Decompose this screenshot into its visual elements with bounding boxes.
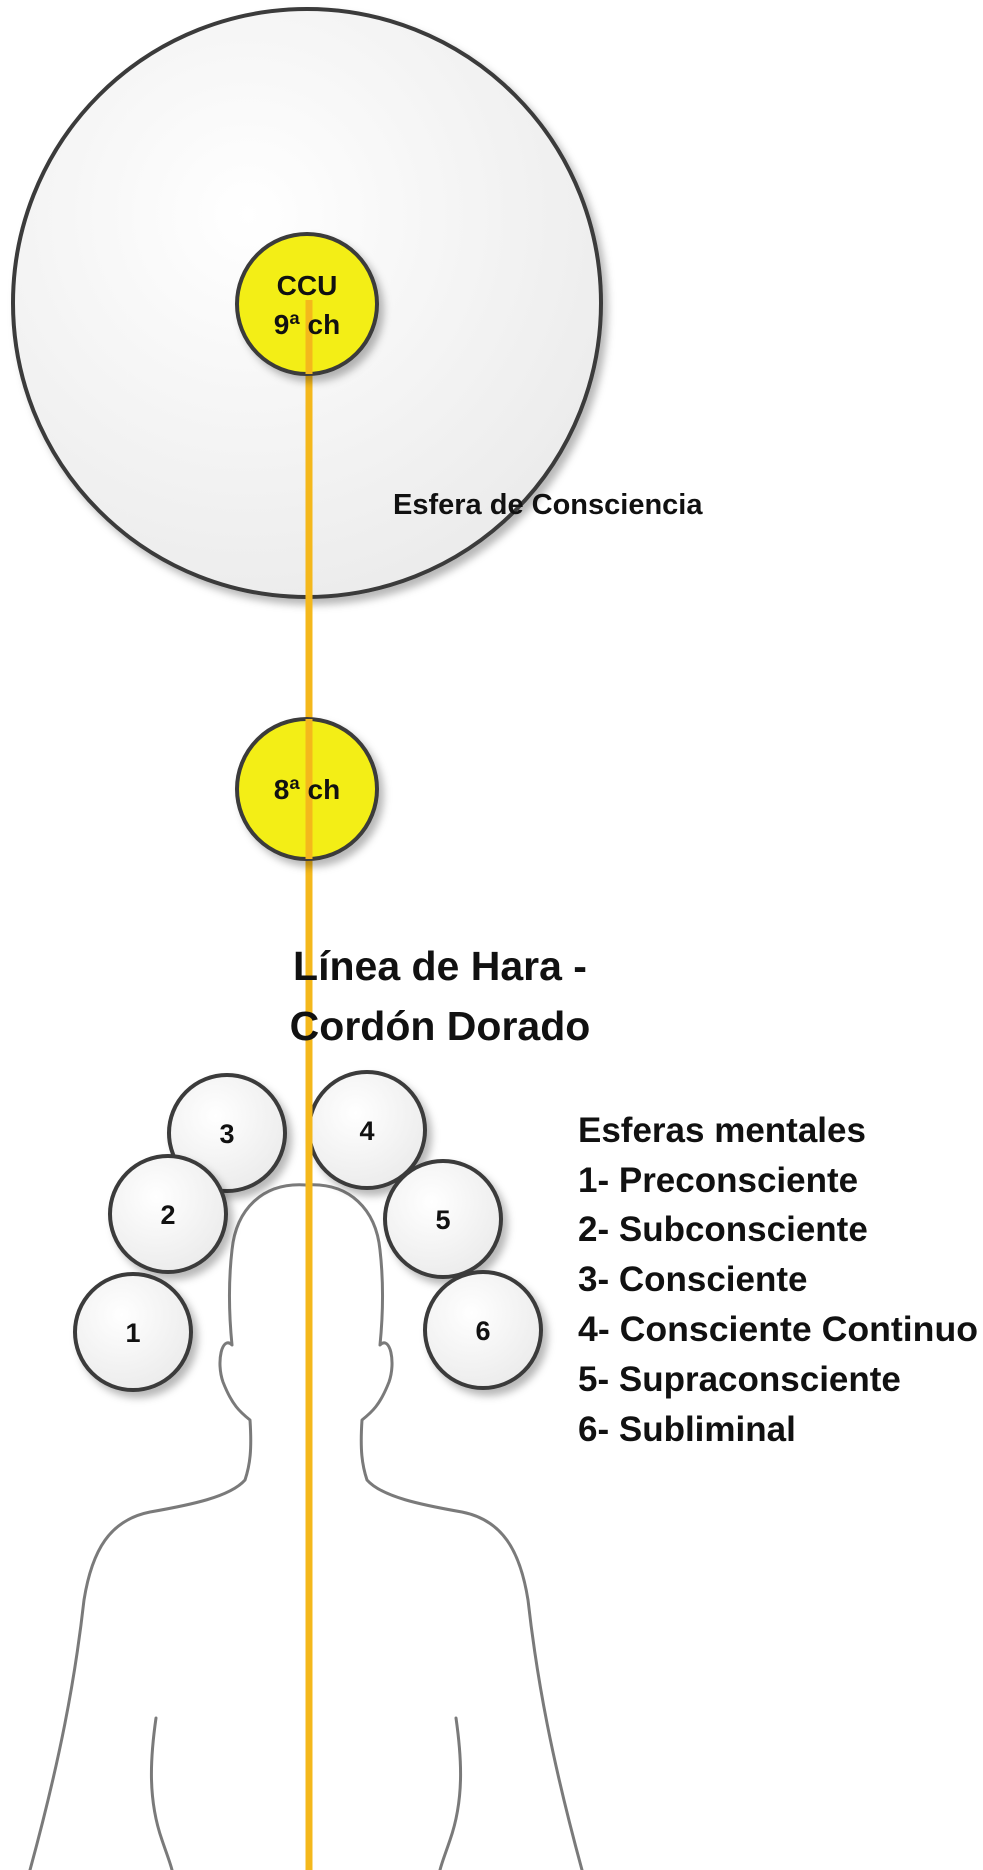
- mental-sphere-6-label: 6: [475, 1316, 490, 1346]
- mental-sphere-6-circle: [423, 1270, 543, 1390]
- mental-sphere-4-label: 4: [359, 1116, 374, 1146]
- chakra-8-label: 8ª ch: [274, 774, 340, 805]
- chakra-8: 8ª ch: [235, 717, 379, 861]
- mental-sphere-6: 6: [423, 1270, 543, 1390]
- legend-item: 4- Consciente Continuo: [578, 1310, 978, 1349]
- mental-sphere-5: 5: [383, 1159, 503, 1279]
- mental-sphere-2-circle: [108, 1154, 228, 1274]
- mental-sphere-2: 2: [108, 1154, 228, 1274]
- mental-sphere-3-circle: [167, 1073, 287, 1193]
- mental-spheres-legend: Esferas mentales 1- Preconsciente 2- Sub…: [578, 1111, 978, 1449]
- mental-sphere-4: 4: [307, 1070, 427, 1190]
- mental-sphere-1: 1: [73, 1272, 193, 1392]
- mental-sphere-5-label: 5: [435, 1205, 450, 1235]
- mental-sphere-5-circle: [383, 1159, 503, 1279]
- legend-item: 5- Supraconsciente: [578, 1360, 901, 1399]
- mental-sphere-3-label: 3: [219, 1119, 234, 1149]
- diagram-title-line1: Línea de Hara -: [293, 943, 587, 989]
- mental-sphere-2-label: 2: [160, 1200, 175, 1230]
- legend-heading: Esferas mentales: [578, 1111, 866, 1150]
- chakra-9-label-line2: 9ª ch: [274, 309, 340, 340]
- legend-item: 6- Subliminal: [578, 1410, 796, 1449]
- legend-item: 2- Subconsciente: [578, 1210, 868, 1249]
- mental-sphere-3: 3: [167, 1073, 287, 1193]
- mental-sphere-1-label: 1: [125, 1318, 140, 1348]
- consciousness-sphere-label: Esfera de Consciencia: [393, 489, 703, 521]
- human-silhouette-icon: [28, 1183, 584, 1870]
- legend-item: 1- Preconsciente: [578, 1161, 858, 1200]
- chakra-9-label-line1: CCU: [277, 270, 338, 301]
- legend-item: 3- Consciente: [578, 1260, 808, 1299]
- mental-sphere-1-circle: [73, 1272, 193, 1392]
- chakra-9: CCU 9ª ch: [235, 232, 379, 376]
- diagram-title-line2: Cordón Dorado: [290, 1003, 591, 1049]
